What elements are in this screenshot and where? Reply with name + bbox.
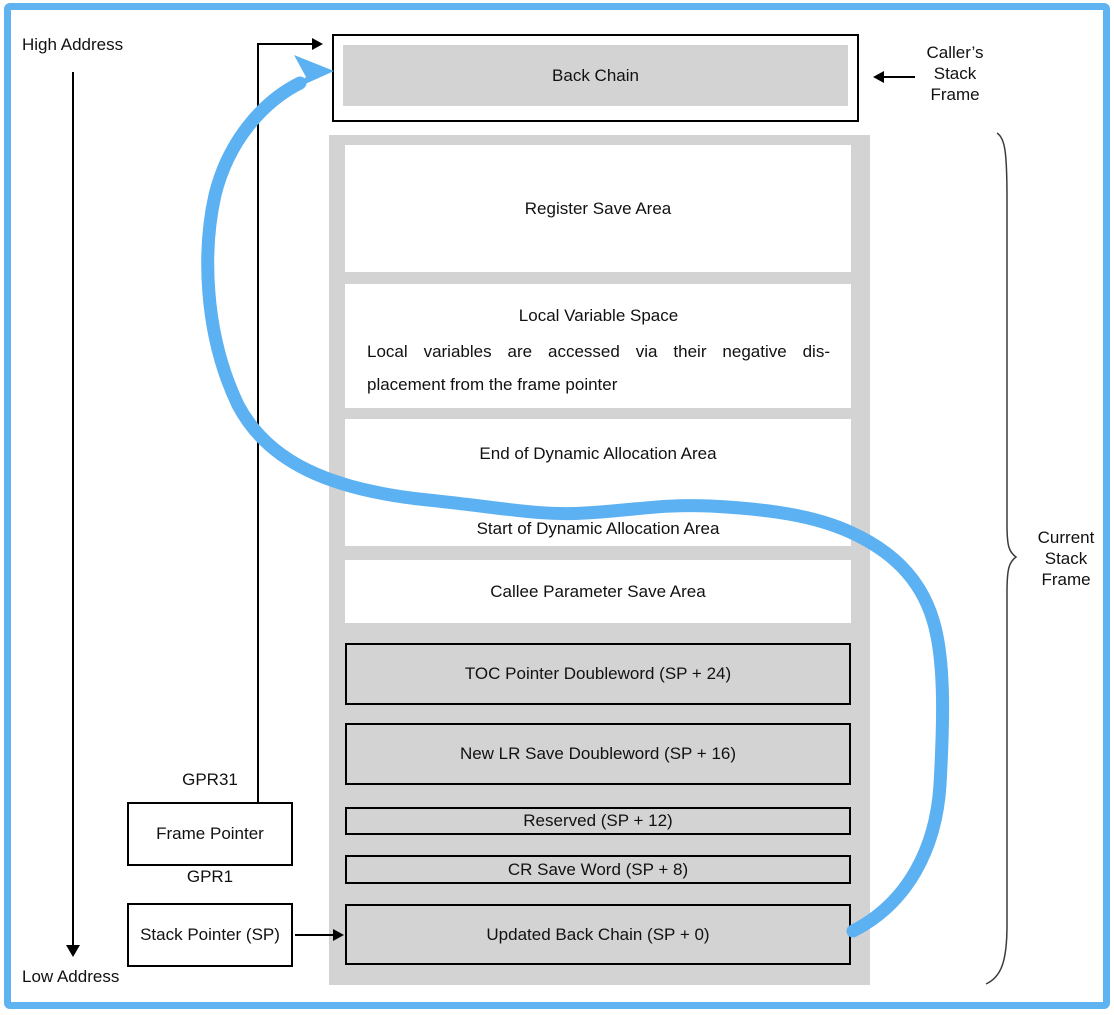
reserved-label: Reserved (SP + 12) xyxy=(523,811,673,830)
frame-pointer-arrow-right-icon xyxy=(312,38,323,50)
address-arrow-down-icon xyxy=(66,945,80,957)
address-direction-line xyxy=(72,72,74,945)
local-variable-space-line2: placement from the frame pointer xyxy=(367,375,618,394)
stack-pointer-arrow-line xyxy=(295,934,333,936)
cr-save-word-label: CR Save Word (SP + 8) xyxy=(507,859,689,879)
caller-back-chain-box: Back Chain xyxy=(332,34,859,122)
page-border-frame xyxy=(4,3,1110,1009)
stack-pointer-arrow-right-icon xyxy=(333,929,344,941)
updated-back-chain-box: Updated Back Chain (SP + 0) xyxy=(345,904,851,965)
updated-back-chain-label: Updated Back Chain (SP + 0) xyxy=(486,924,710,944)
low-address-label: Low Address xyxy=(22,967,120,986)
gpr31-label: GPR31 xyxy=(182,770,238,789)
current-stack-frame-container: Register Save Area Local Variable Space … xyxy=(329,135,870,985)
current-label-line3: Frame xyxy=(1041,570,1091,589)
callers-label-line1: Caller’s xyxy=(926,43,984,62)
register-save-area-box: Register Save Area xyxy=(345,145,851,272)
toc-pointer-doubleword-label: TOC Pointer Doubleword (SP + 24) xyxy=(464,664,732,683)
frame-pointer-label: Frame Pointer xyxy=(156,824,264,843)
caller-back-chain-fill: Back Chain xyxy=(343,45,848,106)
new-lr-save-doubleword-label: New LR Save Doubleword (SP + 16) xyxy=(459,744,737,763)
local-variable-space-title: Local Variable Space xyxy=(518,306,679,325)
reserved-box: Reserved (SP + 12) xyxy=(345,807,851,835)
callee-parameter-save-area-label: Callee Parameter Save Area xyxy=(490,581,706,601)
register-save-area-label: Register Save Area xyxy=(524,198,672,218)
stack-pointer-box: Stack Pointer (SP) xyxy=(127,903,293,967)
frame-pointer-connector-hline xyxy=(257,43,313,45)
cr-save-word-box: CR Save Word (SP + 8) xyxy=(345,855,851,884)
callee-parameter-save-area-box: Callee Parameter Save Area xyxy=(345,560,851,623)
frame-pointer-box: Frame Pointer xyxy=(127,802,293,866)
high-address-label: High Address xyxy=(22,35,124,54)
back-chain-label: Back Chain xyxy=(552,65,639,85)
dynamic-allocation-area-box: End of Dynamic Allocation Area Start of … xyxy=(345,419,851,546)
current-stack-frame-label: Current Stack Frame xyxy=(1023,527,1109,590)
caller-arrow-left-icon xyxy=(873,71,884,83)
dynamic-allocation-start-label: Start of Dynamic Allocation Area xyxy=(476,519,720,538)
toc-pointer-doubleword-box: TOC Pointer Doubleword (SP + 24) xyxy=(345,643,851,705)
local-variable-space-box: Local Variable Space Local variables are… xyxy=(345,284,851,408)
stack-pointer-label: Stack Pointer (SP) xyxy=(140,925,280,944)
dynamic-allocation-end-label: End of Dynamic Allocation Area xyxy=(479,444,717,463)
current-label-line1: Current xyxy=(1037,528,1095,547)
new-lr-save-doubleword-box: New LR Save Doubleword (SP + 16) xyxy=(345,723,851,785)
frame-pointer-connector-vline xyxy=(257,43,259,803)
gpr1-label: GPR1 xyxy=(186,867,234,886)
callers-label-line2: Stack xyxy=(933,64,977,83)
local-variable-space-line1: Local variables are accessed via their n… xyxy=(367,342,830,361)
callers-label-line3: Frame xyxy=(930,85,980,104)
current-label-line2: Stack xyxy=(1044,549,1088,568)
callers-stack-frame-label: Caller’s Stack Frame xyxy=(905,42,1005,105)
